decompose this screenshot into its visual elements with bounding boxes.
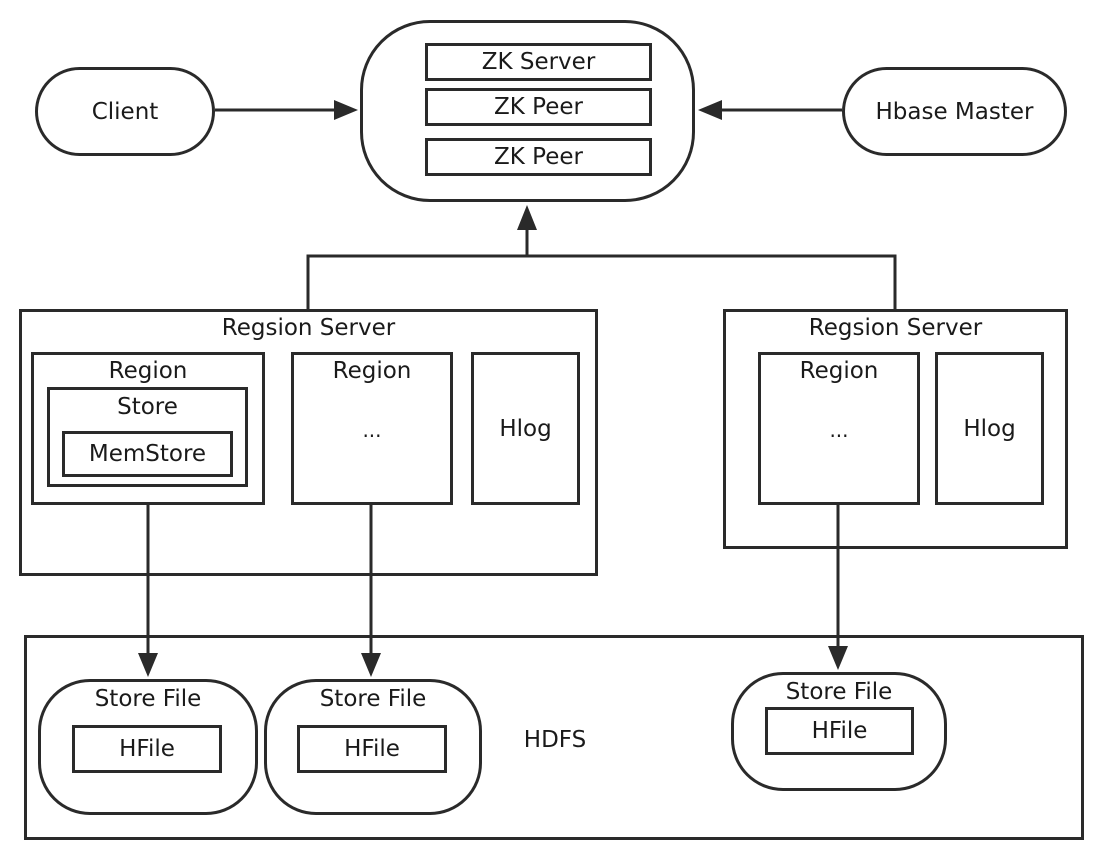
store-file-title: Store File (94, 686, 202, 712)
store-title: Store (117, 394, 178, 420)
zk-peer-box: ZK Peer (425, 138, 652, 176)
hbase-master-node: Hbase Master (842, 67, 1067, 156)
arrowhead (698, 100, 722, 120)
hfile-label: HFile (811, 718, 868, 744)
hlog-box: Hlog (935, 352, 1044, 505)
region-title: Region (799, 358, 879, 384)
client-label: Client (91, 98, 159, 125)
memstore-label: MemStore (88, 441, 207, 467)
hlog-label: Hlog (499, 415, 552, 442)
hfile-box: HFile (765, 707, 914, 755)
hdfs-label: HDFS (523, 727, 587, 753)
client-node: Client (35, 67, 215, 156)
region-ellipsis: ... (362, 418, 382, 442)
hbase-master-label: Hbase Master (875, 98, 1034, 125)
zk-peer-box: ZK Peer (425, 88, 652, 126)
region-ellipsis: ... (829, 418, 849, 442)
zk-peer-label: ZK Peer (494, 94, 583, 120)
region-server-title: Regsion Server (808, 315, 983, 341)
zk-peer-label: ZK Peer (494, 144, 583, 170)
hfile-box: HFile (297, 725, 447, 773)
hlog-box: Hlog (471, 352, 580, 505)
region-title: Region (332, 358, 412, 384)
region-title: Region (108, 358, 188, 384)
store-file-title: Store File (785, 679, 893, 705)
hfile-box: HFile (72, 725, 222, 773)
region-box: Region ... (758, 352, 920, 505)
region-box: Region ... (291, 352, 453, 505)
hfile-label: HFile (344, 736, 400, 762)
hlog-label: Hlog (963, 415, 1016, 442)
arrowhead (517, 205, 537, 230)
arrowhead (334, 100, 358, 120)
memstore-box: MemStore (62, 431, 233, 477)
region-servers-to-zk-connector (306, 254, 897, 309)
zk-server-label: ZK Server (481, 49, 596, 75)
zk-server-box: ZK Server (425, 43, 652, 81)
store-file-title: Store File (319, 686, 427, 712)
hfile-label: HFile (119, 736, 175, 762)
region-server-title: Regsion Server (221, 315, 396, 341)
